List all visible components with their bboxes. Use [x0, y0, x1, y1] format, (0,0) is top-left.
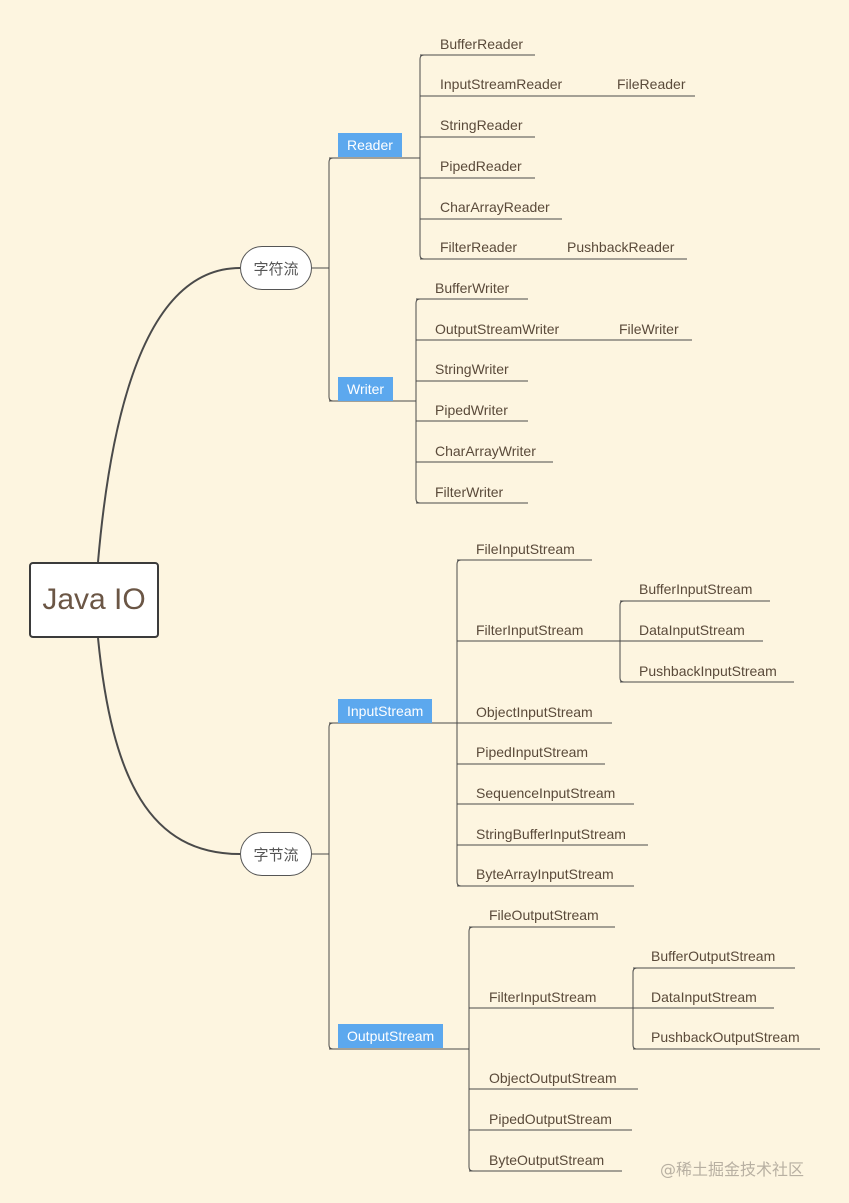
- byte-stream-node: 字节流: [240, 832, 312, 876]
- writer-child: StringWriter: [435, 361, 509, 377]
- connector-line: [419, 54, 425, 260]
- connector-line: [415, 298, 421, 504]
- writer-grandchild: FileWriter: [619, 321, 679, 337]
- inputstream-grandchild: DataInputStream: [639, 622, 745, 638]
- reader-grandchild: PushbackReader: [567, 239, 675, 255]
- inputstream-child: FileInputStream: [476, 541, 575, 557]
- inputstream-child: ByteArrayInputStream: [476, 866, 614, 882]
- writer-child: CharArrayWriter: [435, 443, 536, 459]
- outputstream-child: ObjectOutputStream: [489, 1070, 617, 1086]
- reader-child: BufferReader: [440, 36, 524, 52]
- inputstream-grandchild: PushbackInputStream: [639, 663, 777, 679]
- reader-child: CharArrayReader: [440, 199, 550, 215]
- writer-child: PipedWriter: [435, 402, 508, 418]
- inputstream-child: SequenceInputStream: [476, 785, 616, 801]
- outputstream-child: FilterInputStream: [489, 989, 597, 1005]
- inputstream-child: ObjectInputStream: [476, 704, 593, 720]
- connector-line: [97, 637, 241, 855]
- outputstream-grandchild: PushbackOutputStream: [651, 1029, 800, 1045]
- inputstream-child: PipedInputStream: [476, 744, 589, 760]
- watermark: @稀土掘金技术社区: [660, 1160, 805, 1179]
- connector-line: [328, 722, 334, 1050]
- reader-child: FilterReader: [440, 239, 518, 255]
- inputstream-child: StringBufferInputStream: [476, 826, 626, 842]
- outputstream-child: FileOutputStream: [489, 907, 599, 923]
- reader-child: PipedReader: [440, 158, 522, 174]
- writer-node: Writer: [338, 377, 394, 401]
- reader-grandchild: FileReader: [617, 76, 686, 92]
- connector-line: [97, 267, 241, 563]
- connector-line: [468, 926, 474, 1172]
- reader-child: InputStreamReader: [440, 76, 563, 92]
- outputstream-grandchild: BufferOutputStream: [651, 948, 776, 964]
- outputstream-grandchild: DataInputStream: [651, 989, 757, 1005]
- inputstream-node: InputStream: [338, 699, 433, 723]
- outputstream-child: ByteOutputStream: [489, 1152, 605, 1168]
- writer-child: BufferWriter: [435, 280, 510, 296]
- writer-child: FilterWriter: [435, 484, 504, 500]
- reader-child: StringReader: [440, 117, 523, 133]
- reader-node: Reader: [338, 133, 402, 157]
- inputstream-child: FilterInputStream: [476, 622, 584, 638]
- char-stream-node: 字符流: [240, 246, 312, 290]
- writer-child: OutputStreamWriter: [435, 321, 560, 337]
- outputstream-child: PipedOutputStream: [489, 1111, 612, 1127]
- outputstream-node: OutputStream: [338, 1024, 444, 1048]
- root-node: Java IO: [29, 562, 159, 638]
- connector-line: [328, 157, 334, 402]
- inputstream-grandchild: BufferInputStream: [639, 581, 753, 597]
